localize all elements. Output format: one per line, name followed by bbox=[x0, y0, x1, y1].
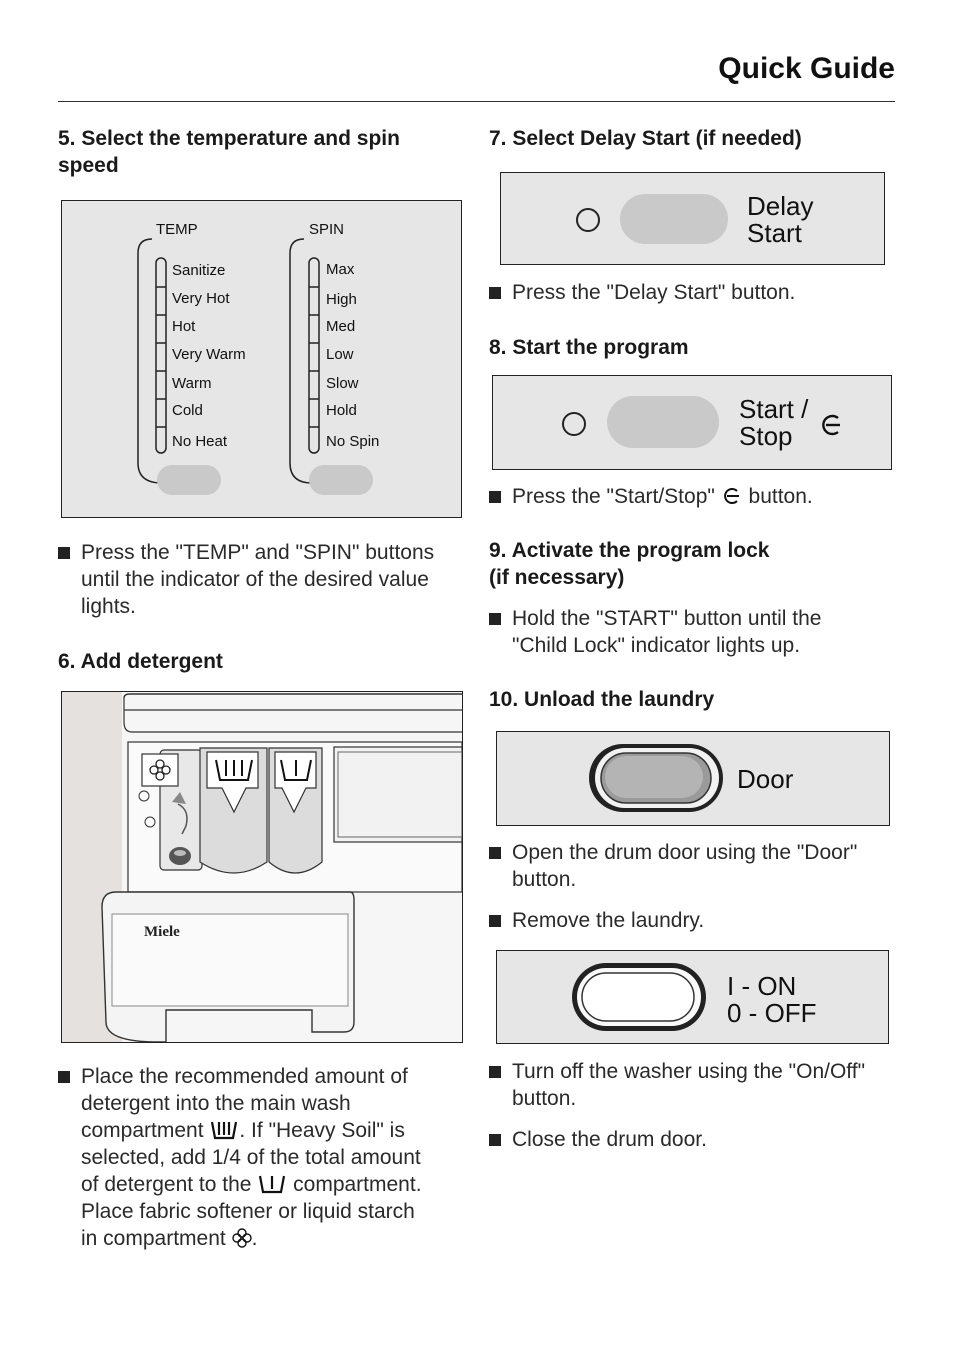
delay-start-button[interactable] bbox=[620, 194, 728, 244]
step10-bullet-2: Remove the laundry. bbox=[489, 907, 909, 935]
bullet-square bbox=[58, 547, 70, 559]
delay-start-panel: Delay Start bbox=[500, 172, 885, 265]
temp-spin-brackets bbox=[137, 238, 320, 484]
step10-bullet-4: Close the drum door. bbox=[489, 1126, 909, 1154]
spin-option: Slow bbox=[326, 375, 359, 392]
start-stop-button[interactable] bbox=[607, 396, 719, 448]
delay-start-indicator bbox=[576, 208, 600, 232]
spin-option: No Spin bbox=[326, 433, 380, 450]
spin-label: SPIN bbox=[307, 221, 347, 238]
start-stop-icon bbox=[723, 488, 739, 504]
temp-option: Hot bbox=[172, 318, 196, 335]
spin-option: Med bbox=[326, 318, 356, 335]
step7-bullet: Press the "Delay Start" button. bbox=[489, 279, 909, 307]
temp-option: Cold bbox=[172, 402, 203, 419]
main-wash-compartment-icon bbox=[211, 1121, 238, 1140]
on-off-button[interactable] bbox=[570, 961, 710, 1033]
temp-option: Very Hot bbox=[172, 290, 230, 307]
spin-option: High bbox=[326, 291, 357, 308]
page-title: Quick Guide bbox=[718, 52, 895, 85]
step5-heading-line1: 5. Select the temperature and spin bbox=[58, 127, 400, 150]
door-label: Door bbox=[737, 764, 794, 794]
prewash-compartment-icon bbox=[259, 1175, 286, 1194]
temp-option: Sanitize bbox=[172, 262, 226, 279]
bullet-square bbox=[489, 287, 501, 299]
spin-option: Hold bbox=[326, 402, 357, 419]
detergent-drawer-drawing: Miele bbox=[62, 692, 462, 1042]
step10-bullet-1: Open the drum door using the "Door" butt… bbox=[489, 839, 909, 895]
step5-bullet: Press the "TEMP" and "SPIN" buttons unti… bbox=[58, 539, 468, 623]
bullet-square bbox=[489, 613, 501, 625]
temp-spin-panel: TEMP SPIN Sanitize Very Hot Hot Very War… bbox=[61, 200, 462, 518]
start-stop-panel: Start / Stop bbox=[492, 375, 892, 470]
step7-heading: 7. Select Delay Start (if needed) bbox=[489, 127, 802, 150]
spin-button[interactable] bbox=[309, 465, 373, 495]
title-rule bbox=[58, 101, 895, 102]
temp-option: Very Warm bbox=[172, 346, 246, 363]
step6-bullet: Place the recommended amount of detergen… bbox=[58, 1063, 478, 1253]
fabric-softener-icon bbox=[231, 1228, 252, 1248]
bullet-square bbox=[489, 491, 501, 503]
door-button[interactable] bbox=[587, 742, 727, 814]
step5-heading: 5. Select the temperature and spin speed bbox=[58, 125, 468, 179]
brand-logo: Miele bbox=[144, 924, 180, 940]
spin-option: Max bbox=[326, 261, 355, 278]
step8-heading: 8. Start the program bbox=[489, 336, 689, 359]
bullet-square bbox=[489, 915, 501, 927]
start-stop-label: Start / Stop bbox=[739, 394, 809, 451]
bullet-square bbox=[58, 1071, 70, 1083]
delay-start-label: Delay Start bbox=[747, 191, 814, 248]
start-stop-icon bbox=[822, 414, 840, 436]
on-off-label: I - ON 0 - OFF bbox=[727, 971, 817, 1028]
start-stop-indicator bbox=[562, 412, 586, 436]
temp-label: TEMP bbox=[154, 221, 200, 238]
temp-button[interactable] bbox=[157, 465, 221, 495]
temp-option: Warm bbox=[172, 375, 212, 392]
step5-heading-line2: speed bbox=[58, 154, 119, 177]
on-off-panel: I - ON 0 - OFF bbox=[496, 950, 889, 1044]
step9-bullet: Hold the "START" button until the "Child… bbox=[489, 605, 909, 661]
bullet-square bbox=[489, 1066, 501, 1078]
temp-option: No Heat bbox=[172, 433, 228, 450]
bullet-square bbox=[489, 847, 501, 859]
spin-option: Low bbox=[326, 346, 354, 363]
door-panel: Door bbox=[496, 731, 890, 826]
step8-bullet: Press the "Start/Stop" button. bbox=[489, 483, 909, 511]
step9-heading: 9. Activate the program lock (if necessa… bbox=[489, 539, 770, 589]
step10-bullet-3: Turn off the washer using the "On/Off" b… bbox=[489, 1058, 909, 1114]
step6-heading: 6. Add detergent bbox=[58, 650, 223, 673]
bullet-square bbox=[489, 1134, 501, 1146]
step10-heading: 10. Unload the laundry bbox=[489, 688, 715, 711]
detergent-drawer-illustration: Miele bbox=[61, 691, 463, 1043]
